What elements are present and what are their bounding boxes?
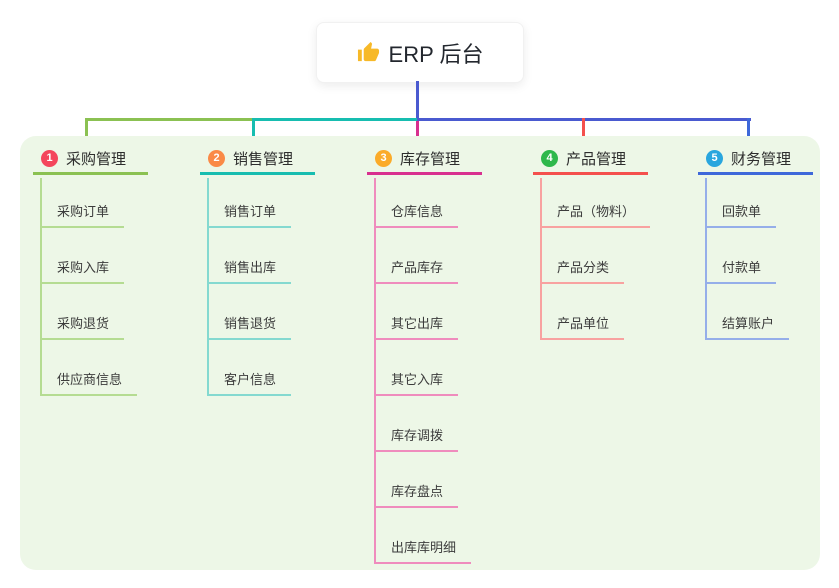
branch-spine-2 <box>207 178 209 396</box>
branch-badge-3: 3 <box>375 150 392 167</box>
child-node-5-1[interactable]: 回款单 <box>705 200 777 228</box>
child-node-5-2[interactable]: 付款单 <box>705 256 777 284</box>
branch-badge-1: 1 <box>41 150 58 167</box>
branch-title-4[interactable]: 4 产品管理 <box>533 145 648 175</box>
branch-label-2: 销售管理 <box>233 151 294 168</box>
child-node-1-1[interactable]: 采购订单 <box>40 200 125 228</box>
branch-spine-1 <box>40 178 42 396</box>
child-node-1-2[interactable]: 采购入库 <box>40 256 125 284</box>
branch-label-1: 采购管理 <box>66 151 127 168</box>
child-node-3-5[interactable]: 库存调拨 <box>374 424 459 452</box>
child-node-1-3[interactable]: 采购退货 <box>40 312 125 340</box>
connector-horizontal-left-1 <box>86 118 253 121</box>
child-node-1-4[interactable]: 供应商信息 <box>40 368 138 396</box>
connector-drop-2 <box>252 118 255 147</box>
branch-title-3[interactable]: 3 库存管理 <box>367 145 482 175</box>
connector-drop-5 <box>747 118 750 147</box>
child-node-3-4[interactable]: 其它入库 <box>374 368 459 396</box>
branch-1: 1 采购管理采购订单采购入库采购退货供应商信息 <box>33 145 193 396</box>
branch-label-4: 产品管理 <box>566 151 627 168</box>
connector-drop-4 <box>582 118 585 147</box>
child-node-3-2[interactable]: 产品库存 <box>374 256 459 284</box>
branch-4: 4 产品管理产品（物料） 产品分类产品单位 <box>533 145 693 340</box>
child-node-2-1[interactable]: 销售订单 <box>207 200 292 228</box>
branch-label-3: 库存管理 <box>400 151 461 168</box>
branch-5: 5 财务管理回款单付款单结算账户 <box>698 145 839 340</box>
connector-drop-1 <box>85 118 88 147</box>
root-node[interactable]: ERP 后台 <box>316 22 524 83</box>
child-node-4-3[interactable]: 产品单位 <box>540 312 625 340</box>
child-node-5-3[interactable]: 结算账户 <box>705 312 790 340</box>
root-label: ERP 后台 <box>388 41 484 67</box>
branch-title-2[interactable]: 2 销售管理 <box>200 145 315 175</box>
branch-spine-4 <box>540 178 542 340</box>
child-node-3-1[interactable]: 仓库信息 <box>374 200 459 228</box>
branch-label-5: 财务管理 <box>731 151 792 168</box>
branches-panel <box>20 136 820 570</box>
child-node-3-3[interactable]: 其它出库 <box>374 312 459 340</box>
connector-trunk <box>416 81 419 121</box>
child-node-2-3[interactable]: 销售退货 <box>207 312 292 340</box>
child-node-2-2[interactable]: 销售出库 <box>207 256 292 284</box>
connector-horizontal-left-2 <box>253 118 417 121</box>
branch-spine-5 <box>705 178 707 340</box>
branch-spine-3 <box>374 178 376 564</box>
child-node-4-2[interactable]: 产品分类 <box>540 256 625 284</box>
branch-3: 3 库存管理仓库信息产品库存其它出库其它入库库存调拨库存盘点出库库明细 <box>367 145 527 564</box>
branch-2: 2 销售管理销售订单销售出库销售退货客户信息 <box>200 145 360 396</box>
connector-drop-3 <box>416 121 419 147</box>
child-node-4-1[interactable]: 产品（物料） <box>540 200 651 228</box>
child-node-2-4[interactable]: 客户信息 <box>207 368 292 396</box>
branch-title-1[interactable]: 1 采购管理 <box>33 145 148 175</box>
branch-badge-4: 4 <box>541 150 558 167</box>
child-node-3-6[interactable]: 库存盘点 <box>374 480 459 508</box>
thumbs-up-icon <box>357 41 380 64</box>
child-node-3-7[interactable]: 出库库明细 <box>374 536 472 564</box>
branch-badge-5: 5 <box>706 150 723 167</box>
branch-badge-2: 2 <box>208 150 225 167</box>
branch-title-5[interactable]: 5 财务管理 <box>698 145 813 175</box>
